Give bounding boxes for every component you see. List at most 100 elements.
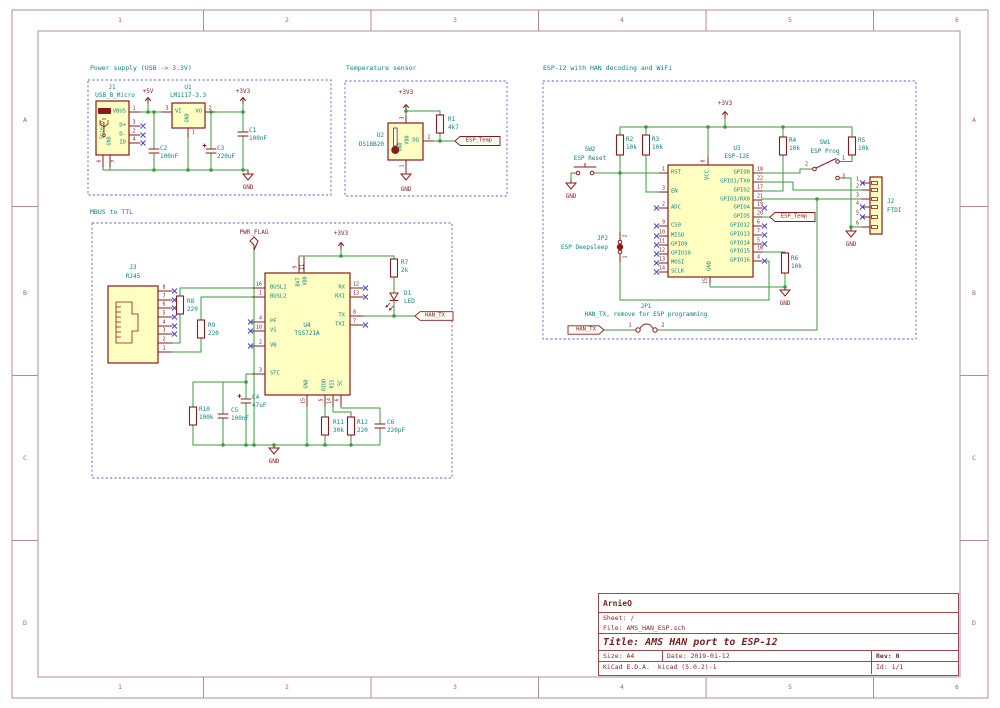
- component-jp2-deepsleep-jumper[interactable]: [616, 231, 624, 263]
- component-r1[interactable]: [435, 114, 445, 134]
- u3-pin-num-6: 6: [757, 219, 761, 226]
- frame-col-4-bottom: 4: [620, 682, 624, 691]
- global-label-han-tx-esp[interactable]: [567, 325, 605, 335]
- component-sw1-prog-switch[interactable]: [812, 158, 840, 181]
- component-r2[interactable]: [615, 134, 625, 156]
- r7-ref: R7: [401, 259, 409, 266]
- frame-col-2-bottom: 2: [285, 682, 289, 691]
- u3-pin-num-1: 1: [661, 166, 665, 173]
- u4-ref: U4: [303, 322, 311, 329]
- u3-pin-num-13: 13: [658, 256, 665, 263]
- global-label-esp-temp-esp[interactable]: [769, 212, 816, 222]
- u2-pin-name-vdd: VDD: [404, 135, 411, 145]
- u3-pin-num-17: 17: [757, 184, 764, 191]
- u3-pin-name-gpio4: GPIO4: [733, 204, 750, 211]
- u3-pin-num-2: 2: [661, 201, 665, 208]
- han-tx-label-esp: HAN_TX: [576, 326, 596, 333]
- u2-value: DS18B20: [358, 141, 384, 148]
- jp1-pin-num-2: 2: [661, 322, 665, 329]
- u3-pin-name-gpio0: GPIO0: [733, 169, 750, 176]
- c3-value: 220uF: [217, 153, 236, 160]
- component-r10[interactable]: [188, 406, 198, 426]
- frame-col-1-bottom: 1: [118, 682, 122, 691]
- esp-temp-label-esp: ESP_Temp: [780, 213, 808, 220]
- frame-row-B-right: B: [972, 288, 976, 297]
- title-block-file: File: AMS_HAN_ESP.sch: [603, 623, 686, 632]
- temp-3v3-label: +3V3: [398, 89, 414, 96]
- component-r11[interactable]: [320, 416, 330, 436]
- component-c5[interactable]: [217, 413, 229, 419]
- title-block-sheet: Sheet: /: [603, 614, 635, 622]
- j2-pin-num-2: 2: [855, 183, 859, 190]
- component-r9[interactable]: [196, 319, 206, 339]
- u4-pin-num-13: 13: [353, 290, 360, 297]
- component-c6[interactable]: [374, 423, 386, 429]
- component-jp1-hantx-jumper[interactable]: [635, 323, 658, 333]
- u4-pin-name-vs: VS: [270, 327, 277, 334]
- j3-pin-num-4: 4: [162, 319, 166, 326]
- esp-section: [564, 110, 883, 335]
- u3-pin-num-8: 8: [700, 159, 707, 163]
- r1-ref: R1: [448, 116, 456, 123]
- component-j2-ftdi-connector[interactable]: [861, 176, 883, 235]
- frame-col-3-bottom: 3: [453, 682, 457, 691]
- component-c2[interactable]: [148, 148, 160, 154]
- component-c3[interactable]: [202, 143, 217, 154]
- component-r4[interactable]: [778, 136, 788, 156]
- component-u3-esp12e[interactable]: [667, 164, 754, 278]
- j3-pin-num-6: 6: [162, 301, 166, 308]
- j1-pin-name-dminus: D-: [119, 131, 126, 138]
- component-j1-usb-connector[interactable]: [95, 100, 130, 156]
- global-label-esp-temp[interactable]: [454, 136, 501, 146]
- plus3v3-symbol-esp: [722, 110, 728, 119]
- frame-col-6-top: 6: [955, 15, 959, 24]
- u1-value: LM1117-3.3: [169, 92, 207, 99]
- component-r7[interactable]: [389, 258, 399, 278]
- u4-pin-name-gnd: GND: [303, 379, 310, 389]
- component-d1-led[interactable]: [385, 292, 399, 311]
- sw1-pin-num-3: 3: [842, 173, 846, 180]
- component-r3[interactable]: [641, 134, 651, 156]
- u3-pin-num-11: 11: [658, 238, 665, 245]
- plus3v3-symbol-temp: [403, 103, 409, 111]
- power-gnd-label: GND: [242, 184, 254, 191]
- u4-pin-num-11: 11: [299, 263, 306, 271]
- frame-col-1-top: 1: [118, 15, 122, 24]
- j1-pin-name-dplus: D+: [119, 122, 126, 129]
- u4-pin-name-rx: RX: [338, 284, 345, 291]
- c4-value: 47uF: [252, 402, 267, 409]
- component-j3-rj45[interactable]: [107, 285, 173, 364]
- u4-pin-name-vb: VB: [270, 342, 277, 349]
- u3-pin-num-3: 3: [661, 185, 665, 192]
- jp2-value: ESP Deepsleep: [561, 244, 608, 251]
- u3-pin-name-miso: MISO: [671, 232, 685, 239]
- global-label-han-tx-mbus[interactable]: [414, 311, 454, 321]
- component-c4[interactable]: [237, 394, 252, 404]
- j2-pin-num-4: 4: [855, 200, 859, 207]
- frame-row-D-left: D: [23, 618, 27, 627]
- d1-ref: D1: [404, 290, 412, 297]
- u3-pin-name-gpio12: GPIO12: [730, 222, 750, 229]
- frame-row-C-left: C: [23, 453, 27, 462]
- component-r12[interactable]: [346, 416, 356, 436]
- component-sw2-reset-button[interactable]: [573, 163, 597, 176]
- r10-ref: R10: [199, 406, 210, 413]
- temp-gnd-label: GND: [400, 186, 412, 193]
- frame-col-4-top: 4: [620, 15, 624, 24]
- r6-ref: R6: [791, 255, 799, 262]
- component-r5[interactable]: [847, 136, 857, 156]
- u3-pin-num-5: 5: [757, 237, 761, 244]
- esp-wires: [570, 117, 863, 331]
- component-u1-regulator[interactable]: [171, 102, 206, 129]
- esp-temp-label-temp: ESP_Temp: [465, 137, 493, 144]
- u3-pin-num-15: 15: [702, 277, 709, 285]
- u3-pin-name-gpio9: GPIO9: [671, 241, 688, 248]
- component-c1[interactable]: [237, 131, 249, 137]
- jp1-note: HAN_TX, remove for ESP programming: [584, 311, 708, 318]
- component-r6[interactable]: [780, 252, 790, 274]
- title-block-company: ArnieO: [599, 594, 958, 613]
- section-boxes: [87, 79, 917, 479]
- section-title-temp: Temperature sensor: [346, 63, 417, 72]
- component-r8[interactable]: [175, 295, 185, 315]
